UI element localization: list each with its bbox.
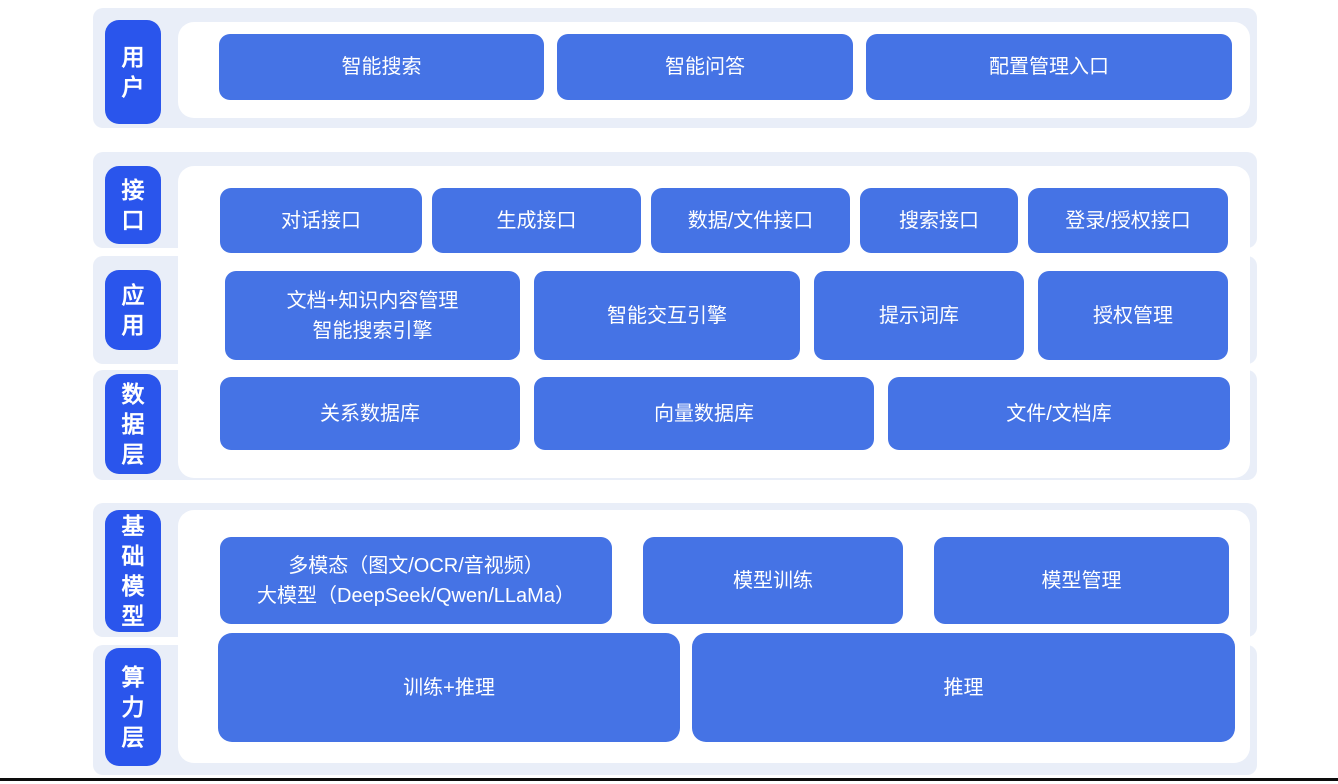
block-intelligent-search: 智能搜索 — [219, 34, 544, 100]
block-vector-database: 向量数据库 — [534, 377, 874, 450]
layer-label-compute: 算力层 — [105, 648, 161, 766]
block-multimodal-llm: 多模态（图文/OCR/音视频） 大模型（DeepSeek/Qwen/LLaMa） — [220, 537, 612, 624]
block-auth-management: 授权管理 — [1038, 271, 1228, 360]
layer-label-interface-text: 接口 — [121, 177, 145, 233]
block-intelligent-interaction-engine: 智能交互引擎 — [534, 271, 800, 360]
block-doc-knowledge-search-engine: 文档+知识内容管理 智能搜索引擎 — [225, 271, 520, 360]
bottom-border-rule — [0, 778, 1338, 781]
layer-label-data-text: 数据层 — [121, 381, 145, 467]
block-data-file-api: 数据/文件接口 — [651, 188, 850, 253]
layer-label-data: 数据层 — [105, 374, 161, 474]
layer-label-foundation-model: 基础模型 — [105, 510, 161, 632]
layer-label-user-text: 用户 — [121, 44, 145, 100]
layer-label-foundation-model-text: 基础模型 — [121, 513, 145, 629]
block-model-management: 模型管理 — [934, 537, 1229, 624]
block-config-management-entry: 配置管理入口 — [866, 34, 1232, 100]
row-foundation-model-blocks: 多模态（图文/OCR/音视频） 大模型（DeepSeek/Qwen/LLaMa）… — [220, 537, 1229, 624]
row-application-blocks: 文档+知识内容管理 智能搜索引擎 智能交互引擎 提示词库 授权管理 — [225, 271, 1228, 360]
block-training-inference: 训练+推理 — [218, 633, 680, 742]
row-interface-blocks: 对话接口 生成接口 数据/文件接口 搜索接口 登录/授权接口 — [220, 188, 1228, 253]
row-user-blocks: 智能搜索 智能问答 配置管理入口 — [219, 34, 1232, 100]
block-intelligent-qa: 智能问答 — [557, 34, 853, 100]
row-data-blocks: 关系数据库 向量数据库 文件/文档库 — [220, 377, 1230, 450]
block-generation-api: 生成接口 — [432, 188, 641, 253]
layer-label-compute-text: 算力层 — [121, 664, 145, 750]
block-prompt-library: 提示词库 — [814, 271, 1024, 360]
block-relational-database: 关系数据库 — [220, 377, 520, 450]
block-inference: 推理 — [692, 633, 1235, 742]
layer-label-user: 用户 — [105, 20, 161, 124]
layer-label-application: 应用 — [105, 270, 161, 350]
layer-label-application-text: 应用 — [121, 282, 145, 338]
block-dialog-api: 对话接口 — [220, 188, 422, 253]
block-search-api: 搜索接口 — [860, 188, 1018, 253]
row-compute-blocks: 训练+推理 推理 — [218, 633, 1235, 742]
block-model-training: 模型训练 — [643, 537, 903, 624]
block-file-document-store: 文件/文档库 — [888, 377, 1230, 450]
layer-label-interface: 接口 — [105, 166, 161, 244]
block-login-auth-api: 登录/授权接口 — [1028, 188, 1228, 253]
